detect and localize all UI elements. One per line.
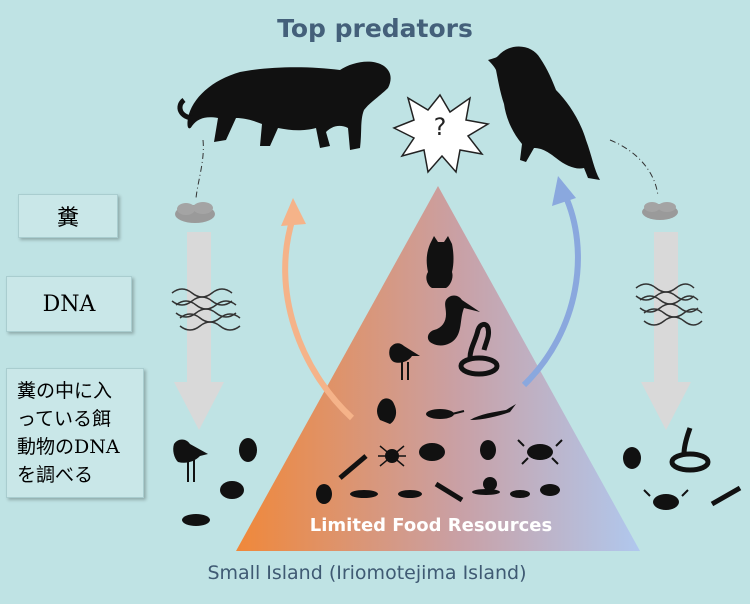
question-mark: ? [433,113,447,141]
cricket-silhouette [350,490,378,498]
right-prey-frog [623,447,641,469]
feces-label-box: 糞 [18,194,118,238]
right-prey-snake [669,427,711,473]
question-starburst [392,93,491,174]
crab-silhouette [517,439,563,465]
left-prey-gecko [182,514,210,526]
right-prey-millipede [710,485,742,507]
right-curved-arrow [521,193,581,388]
right-flow-arrow-head [641,382,691,430]
top-predators-title: Top predators [277,14,473,43]
pyramid-base-label: Limited Food Resources [309,515,553,536]
left-curved-arrow [282,217,355,421]
ant-silhouette [398,490,422,498]
feces-icon [175,202,215,223]
right-prey-crab [643,489,689,510]
method-line-4: を調べる [17,464,94,486]
dna-label-box: DNA [6,276,132,332]
pelican-silhouette [427,295,480,346]
cat-to-feces-line [195,139,204,199]
eagle-to-feces-line [609,139,659,197]
small-ant-silhouette [510,490,530,498]
method-line-3: 動物のDNA [17,436,120,458]
feces-label: 糞 [56,206,79,231]
left-prey-plover [173,439,208,482]
plover-silhouette [389,343,420,380]
island-caption: Small Island (Iriomotejima Island) [207,562,527,584]
grasshopper-silhouette [434,481,464,503]
right-arrow-head [552,176,576,206]
left-flow-arrow-head [174,382,224,430]
millipede-silhouette [338,454,368,480]
dna-label: DNA [42,291,96,317]
feces-icon-right [642,202,678,220]
method-description-box: 糞の中に入 っている餌 動物のDNA を調べる [6,368,144,498]
left-arrow-head [281,198,306,226]
left-prey-frog [239,438,257,462]
owl-silhouette [426,236,454,288]
right-flow-arrow-shaft [654,232,678,382]
beetle-silhouette [316,484,332,504]
dna-helix-icon [171,288,241,331]
cat-silhouette [177,61,391,150]
bee-silhouette [540,484,560,496]
small-bird-silhouette [377,398,397,424]
snail-silhouette [472,477,500,495]
cobra-silhouette [458,321,500,377]
gecko-silhouette [426,409,465,419]
spider-silhouette [378,445,406,467]
eagle-silhouette [488,46,600,180]
dna-helix-icon-right [635,283,703,326]
lizard-silhouette [470,404,516,420]
method-line-2: っている餌 [17,408,112,430]
method-line-1: 糞の中に入 [17,380,113,402]
frog-silhouette [480,440,496,460]
left-prey-rodent [220,481,244,499]
rodent-silhouette [419,443,445,461]
